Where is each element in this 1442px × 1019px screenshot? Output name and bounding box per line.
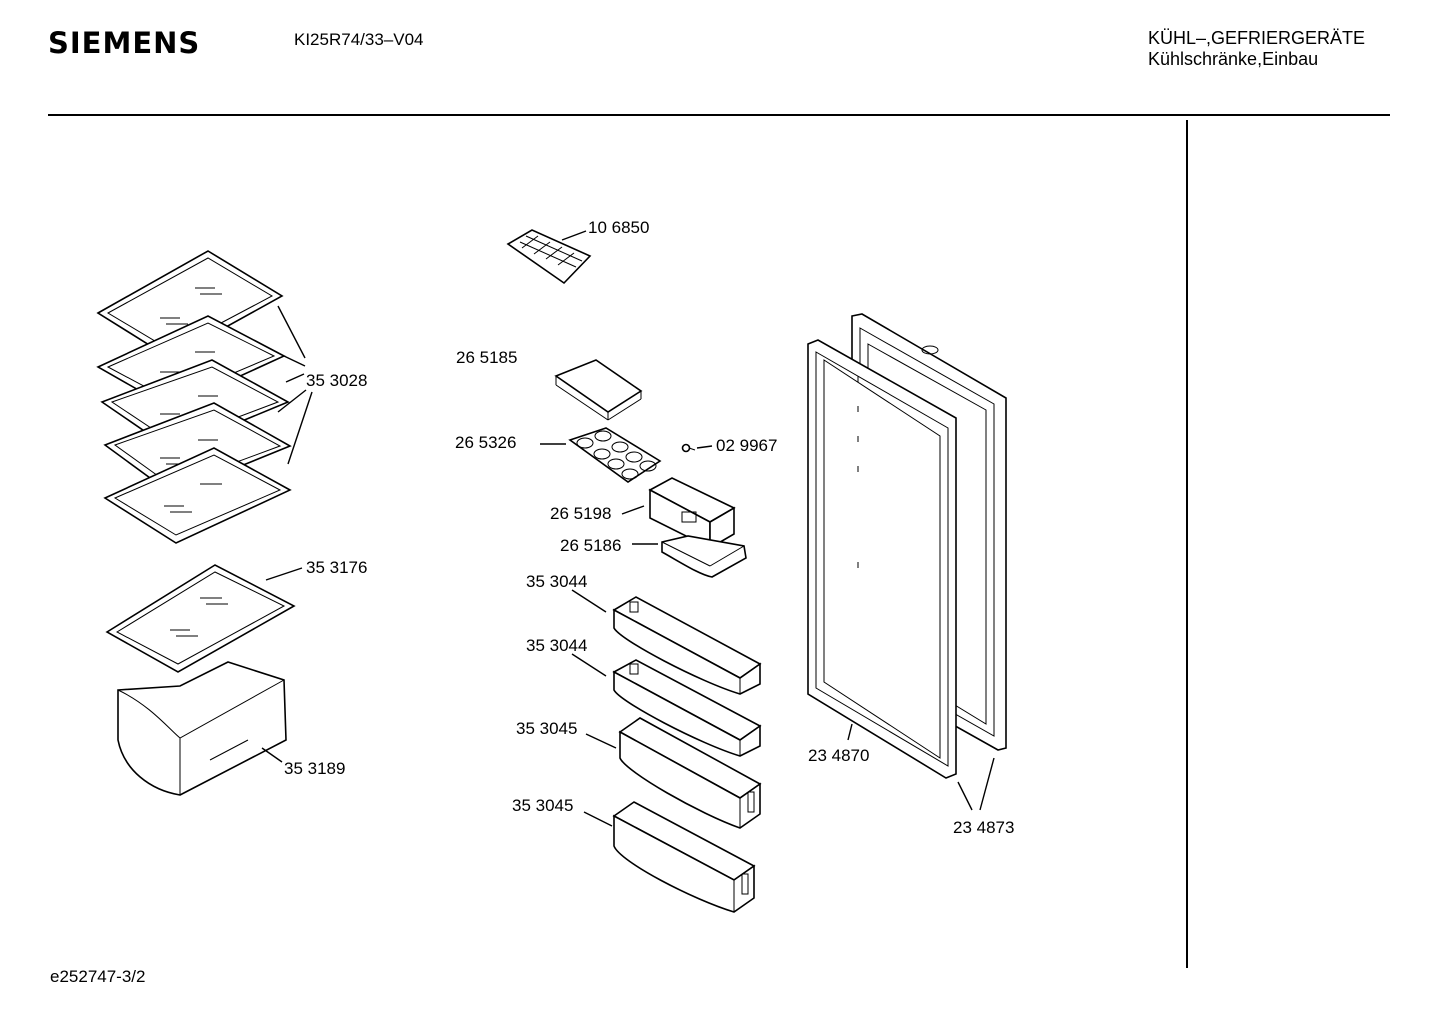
- part-label-353176: 35 3176: [306, 558, 367, 577]
- part-label-106850: 10 6850: [588, 218, 649, 237]
- part-label-265186: 26 5186: [560, 536, 621, 555]
- part-label-353189: 35 3189: [284, 759, 345, 778]
- category-subtitle: Kühlschränke,Einbau: [1148, 49, 1319, 69]
- leader-234870: [847, 723, 853, 741]
- leader-353044a: [571, 589, 607, 613]
- screw: [681, 443, 696, 453]
- door-compartment-base: [661, 535, 747, 578]
- leader-265198: [621, 505, 645, 515]
- bottle-shelf-2: [612, 801, 756, 913]
- part-label-353028: 35 3028: [306, 371, 367, 390]
- document-id: e252747-3/2: [50, 967, 146, 986]
- glass-shelf-single: [105, 564, 296, 673]
- leader-353028: [277, 305, 313, 465]
- model-number: KI25R74/33–V04: [294, 30, 424, 49]
- part-label-265198: 26 5198: [550, 504, 611, 523]
- part-label-265326: 26 5326: [455, 433, 516, 452]
- leader-029967: [696, 445, 713, 449]
- part-label-353045b: 35 3045: [512, 796, 573, 815]
- leader-353045b: [583, 811, 613, 827]
- leader-353044b: [571, 653, 607, 677]
- door-shelf-2: [612, 659, 762, 757]
- header-divider: [48, 114, 1390, 116]
- part-label-353044b: 35 3044: [526, 636, 587, 655]
- crisper-drawer: [117, 661, 287, 796]
- glass-shelf-5: [103, 447, 292, 544]
- leader-234873b: [979, 757, 995, 811]
- door-shelf-1: [612, 596, 762, 695]
- leader-106850: [561, 230, 587, 241]
- egg-tray: [568, 427, 662, 483]
- side-divider: [1186, 120, 1188, 968]
- part-label-234870: 23 4870: [808, 746, 869, 765]
- category-title: KÜHL–,GEFRIERGERÄTE: [1148, 28, 1366, 48]
- glass-shelf-1: [96, 250, 284, 359]
- ice-cube-tray: [506, 229, 592, 285]
- leader-353176: [265, 567, 303, 581]
- part-label-265185: 26 5185: [456, 348, 517, 367]
- part-label-029967: 02 9967: [716, 436, 777, 455]
- leader-234873a: [957, 781, 973, 811]
- bottle-shelf-1: [618, 717, 762, 829]
- part-label-234873: 23 4873: [953, 818, 1014, 837]
- door-gasket: [807, 339, 957, 779]
- category-block: KÜHL–,GEFRIERGERÄTE Kühlschränke,Einbau: [1148, 28, 1365, 70]
- part-label-353045a: 35 3045: [516, 719, 577, 738]
- butter-compartment: [554, 359, 643, 421]
- part-label-353044a: 35 3044: [526, 572, 587, 591]
- brand-logo: SIEMENS: [48, 26, 201, 60]
- leader-353189: [261, 747, 283, 763]
- glass-shelf-stack: [96, 250, 292, 544]
- leader-353045a: [585, 733, 617, 749]
